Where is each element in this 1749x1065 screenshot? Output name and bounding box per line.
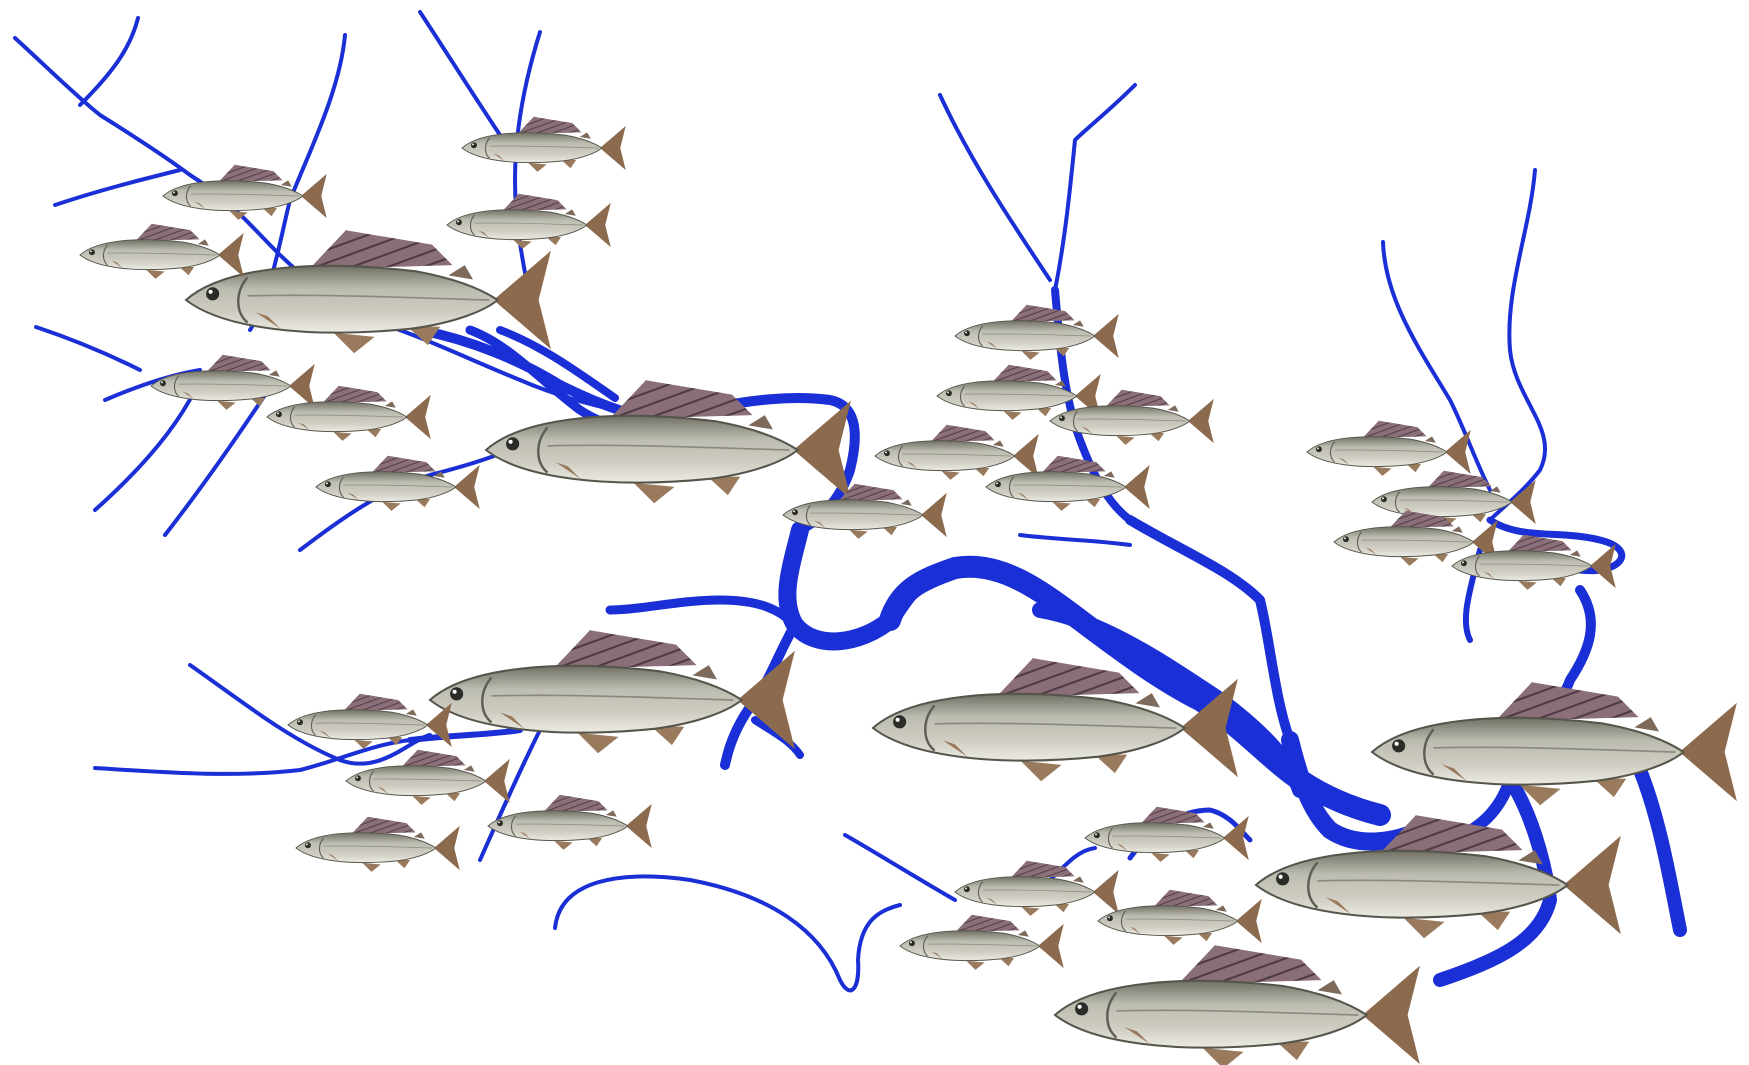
river-branch	[1490, 170, 1545, 520]
grayling-fish-small	[900, 915, 1064, 970]
river-branch	[1020, 535, 1130, 545]
grayling-fish-small	[316, 456, 480, 511]
river-branch	[95, 390, 195, 510]
river-branch	[845, 835, 955, 900]
river-main	[1640, 770, 1680, 930]
grayling-fish-small	[462, 117, 626, 172]
grayling-fish-small	[875, 425, 1039, 480]
river-main	[610, 600, 795, 625]
river-branch	[55, 170, 180, 205]
grayling-fish-small	[296, 817, 460, 872]
grayling-fish-large	[1256, 815, 1621, 938]
river-branch	[940, 95, 1050, 280]
grayling-fish-small	[447, 194, 611, 249]
river-branch	[480, 730, 540, 860]
river-branch	[420, 12, 500, 135]
river-branch	[36, 327, 140, 370]
grayling-fish-small	[1098, 890, 1262, 945]
grayling-fish-large	[1055, 945, 1420, 1065]
river-branch	[1055, 85, 1135, 290]
grayling-fish-small	[488, 795, 652, 850]
grayling-fish-small	[1307, 421, 1471, 476]
grayling-fish-small	[955, 305, 1119, 360]
grayling-fish-small	[151, 355, 315, 410]
grayling-fish-small	[955, 861, 1119, 916]
river-branch	[80, 18, 138, 105]
grayling-fish-small	[80, 224, 244, 279]
grayling-fish-small	[986, 456, 1150, 511]
grayling-fish-small	[267, 386, 431, 441]
grayling-fish-large	[186, 230, 551, 353]
grayling-fish-small	[346, 750, 510, 805]
river-branch	[555, 876, 900, 990]
grayling-fish-large	[1372, 682, 1737, 805]
